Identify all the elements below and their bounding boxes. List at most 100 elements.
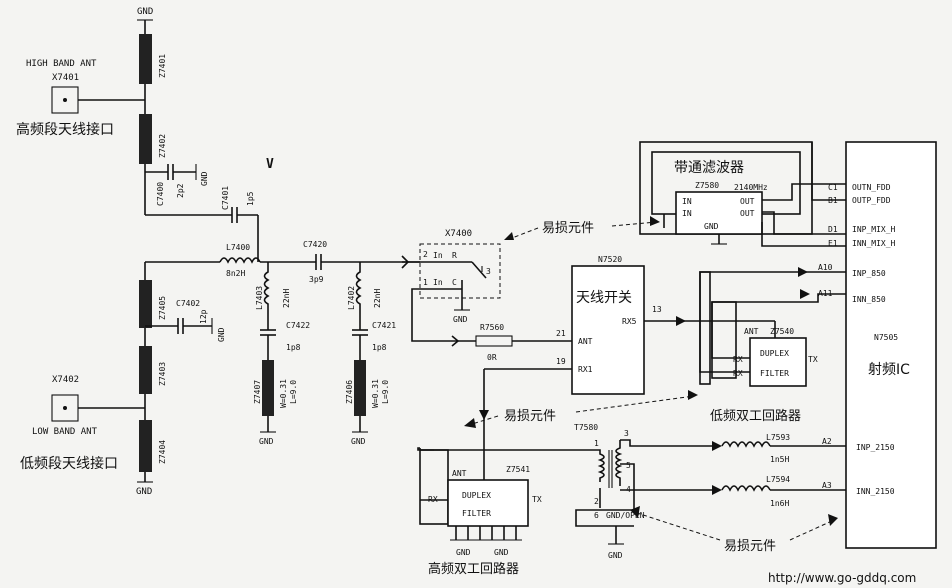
bandpass-filter-z7580: 带通滤波器 Z7580 2140MHz IN IN OUT OUT GND [639, 141, 846, 247]
t7580-pin2: 2 [594, 497, 599, 506]
pin-a2: A2 [822, 437, 832, 446]
pin-inn-mix-h: INN_MIX_H [852, 239, 896, 248]
z7580-in1: IN [682, 197, 692, 206]
low-band-antenna-port [51, 394, 79, 422]
z7405-label: Z7405 [158, 296, 167, 320]
pin-a11: A11 [818, 289, 833, 298]
n7520-pin13: 13 [652, 305, 662, 314]
c7420-label: C7420 [303, 240, 327, 249]
c7402-value: 12p [199, 309, 208, 324]
z7541-gnd1: GND [456, 548, 471, 557]
x7400-pin3: 3 [486, 267, 491, 276]
fragile-label-3: 易损元件 [724, 539, 776, 554]
z7406-spec-l: L=9.0 [381, 380, 390, 404]
high-band-ant-label: HIGH BAND ANT [26, 59, 97, 69]
n7520-pin21: 21 [556, 329, 566, 338]
z7580-out1: OUT [740, 197, 755, 206]
t7580-label: T7580 [574, 423, 598, 432]
l7593-value: 1n5H [770, 455, 789, 464]
z7541-duplex: DUPLEX [462, 491, 491, 500]
c7401-value: 1p5 [246, 191, 255, 206]
z7404-label: Z7404 [158, 440, 167, 464]
z7407-spec-l: L=9.0 [289, 380, 298, 404]
l7594-value: 1n6H [770, 499, 789, 508]
c7420-value: 3p9 [309, 275, 324, 284]
gnd-label-bottom: GND [136, 487, 152, 497]
x7400-pin1: 1 [423, 278, 428, 287]
gnd-z7407: GND [259, 437, 274, 446]
n7520-label: N7520 [598, 255, 622, 264]
marker-v: V [266, 157, 274, 172]
matching-network: L7400 8n2H L7403 22nH C7422 1p8 Z7407 W=… [219, 240, 420, 446]
z7541-ant: ANT [452, 469, 467, 478]
rf-ic-n7505: N7505 射频IC OUTN_FDD OUTP_FDD INP_MIX_H I… [818, 141, 937, 549]
x7400-label: X7400 [445, 229, 472, 239]
t7580-pin5: 5 [626, 461, 631, 470]
z7406-label: Z7406 [345, 380, 354, 404]
pin-a3: A3 [822, 481, 832, 490]
l7594-label: L7594 [766, 475, 790, 484]
low-duplexer-label-cn: 低频双工回路器 [710, 408, 801, 424]
z7540-label: Z7540 [770, 327, 794, 336]
ferrite-z7402 [139, 114, 152, 164]
resistor-r7560: R7560 0R [451, 323, 572, 362]
ant-switch-label-cn: 天线开关 [576, 290, 632, 306]
t7580-pin6: 6 [594, 511, 599, 520]
z7580-gnd: GND [704, 222, 719, 231]
z7540-rx1: RX [733, 355, 743, 364]
x7400-pin2: 2 [423, 250, 428, 259]
pin-c1: C1 [828, 183, 838, 192]
z7541-filter: FILTER [462, 509, 491, 518]
high-duplexer-label-cn: 高频双工回路器 [428, 561, 519, 577]
rf-ic-label-cn: 射频IC [868, 362, 910, 378]
z7407-spec-w: W=0.31 [279, 379, 288, 408]
antenna-switch-n7520: N7520 天线开关 ANT RX1 RX5 21 19 13 [479, 255, 686, 420]
c7401-label: C7401 [221, 186, 230, 210]
gnd-c7402: GND [217, 327, 226, 342]
ferrite-z7406 [354, 360, 366, 416]
c7402-label: C7402 [176, 299, 200, 308]
z7401-label: Z7401 [158, 54, 167, 78]
z7580-label: Z7580 [695, 181, 719, 190]
z7540-ant: ANT [744, 327, 759, 336]
high-band-antenna-section: GND Z7401 Z7402 HIGH BAND ANT X7401 高频段天… [16, 7, 274, 262]
l7402-label: L7402 [347, 286, 356, 310]
pin-a10: A10 [818, 263, 833, 272]
freq-2140: 2140MHz [734, 183, 768, 192]
z7541-tx: TX [532, 495, 542, 504]
source-url: http://www.go-gddq.com [768, 571, 916, 585]
low-band-ant-label: LOW BAND ANT [32, 427, 98, 437]
high-port-label-cn: 高频段天线接口 [16, 121, 114, 138]
z7540-duplex: DUPLEX [760, 349, 789, 358]
pin-outp-fdd: OUTP_FDD [852, 196, 891, 205]
transformer-t7580: T7580 1 2 3 4 5 6 GND/OPEN GND [574, 423, 722, 560]
high-duplexer-z7541: ANT Z7541 DUPLEX FILTER RX TX GND GND 高频… [417, 418, 584, 577]
n7520-rx1: RX1 [578, 365, 593, 374]
x7400-in-r: In [433, 251, 443, 260]
x7401-label: X7401 [52, 73, 79, 83]
low-duplexer-z7540: ANT Z7540 DUPLEX FILTER RX RX TX 低频双工回路器 [684, 267, 846, 424]
z7540-rx2: RX [733, 369, 743, 378]
c7421-value: 1p8 [372, 343, 387, 352]
x7400-c: C [452, 278, 457, 287]
pin-inn-2150: INN_2150 [856, 487, 895, 496]
r7560-value: 0R [487, 353, 497, 362]
c7400-label: C7400 [156, 182, 165, 206]
gnd-c7400: GND [200, 171, 209, 186]
ferrite-z7405 [139, 280, 152, 328]
z7541-gnd2: GND [494, 548, 509, 557]
z7580-out2: OUT [740, 209, 755, 218]
fragile-label-2: 易损元件 [504, 409, 556, 424]
gnd-label-top: GND [137, 7, 153, 17]
pin-outn-fdd: OUTN_FDD [852, 183, 891, 192]
n7520-ant: ANT [578, 337, 593, 346]
t7580-pin3: 3 [624, 429, 629, 438]
low-port-label-cn: 低频段天线接口 [20, 455, 118, 472]
c7422-label: C7422 [286, 321, 310, 330]
r7560-label: R7560 [480, 323, 504, 332]
x7402-label: X7402 [52, 375, 79, 385]
z7540-filter: FILTER [760, 369, 789, 378]
l7593-label: L7593 [766, 433, 790, 442]
